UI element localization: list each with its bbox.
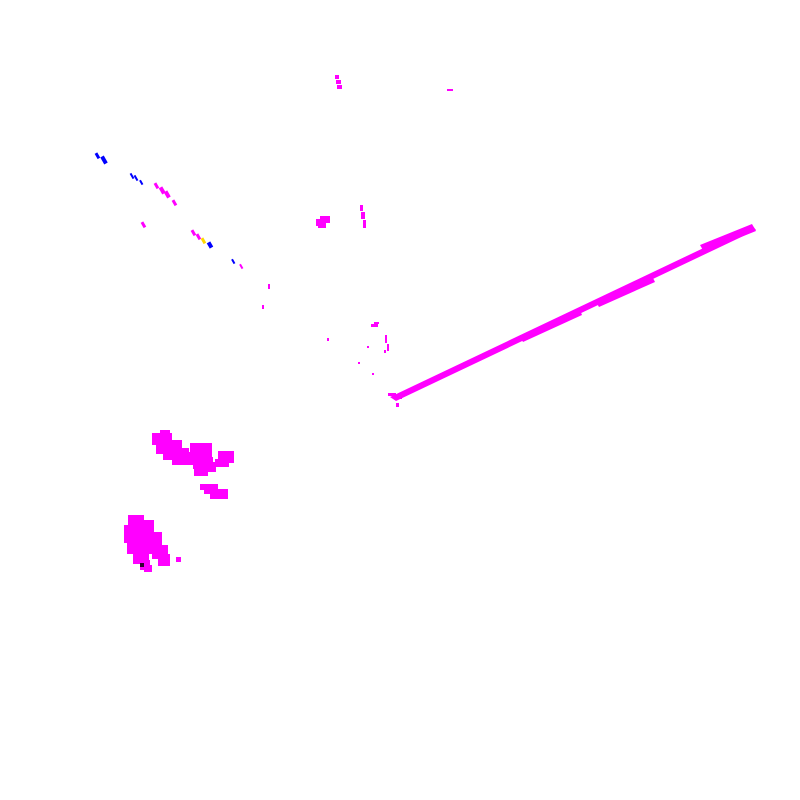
upper-left-dashed-streak bbox=[94, 152, 270, 309]
cluster-lower bbox=[124, 515, 181, 572]
central-scatter bbox=[327, 322, 402, 407]
cluster-dark-point bbox=[140, 563, 144, 567]
cluster-upper bbox=[152, 430, 234, 499]
top-features bbox=[316, 75, 453, 228]
long-diagonal-streak bbox=[390, 224, 756, 401]
